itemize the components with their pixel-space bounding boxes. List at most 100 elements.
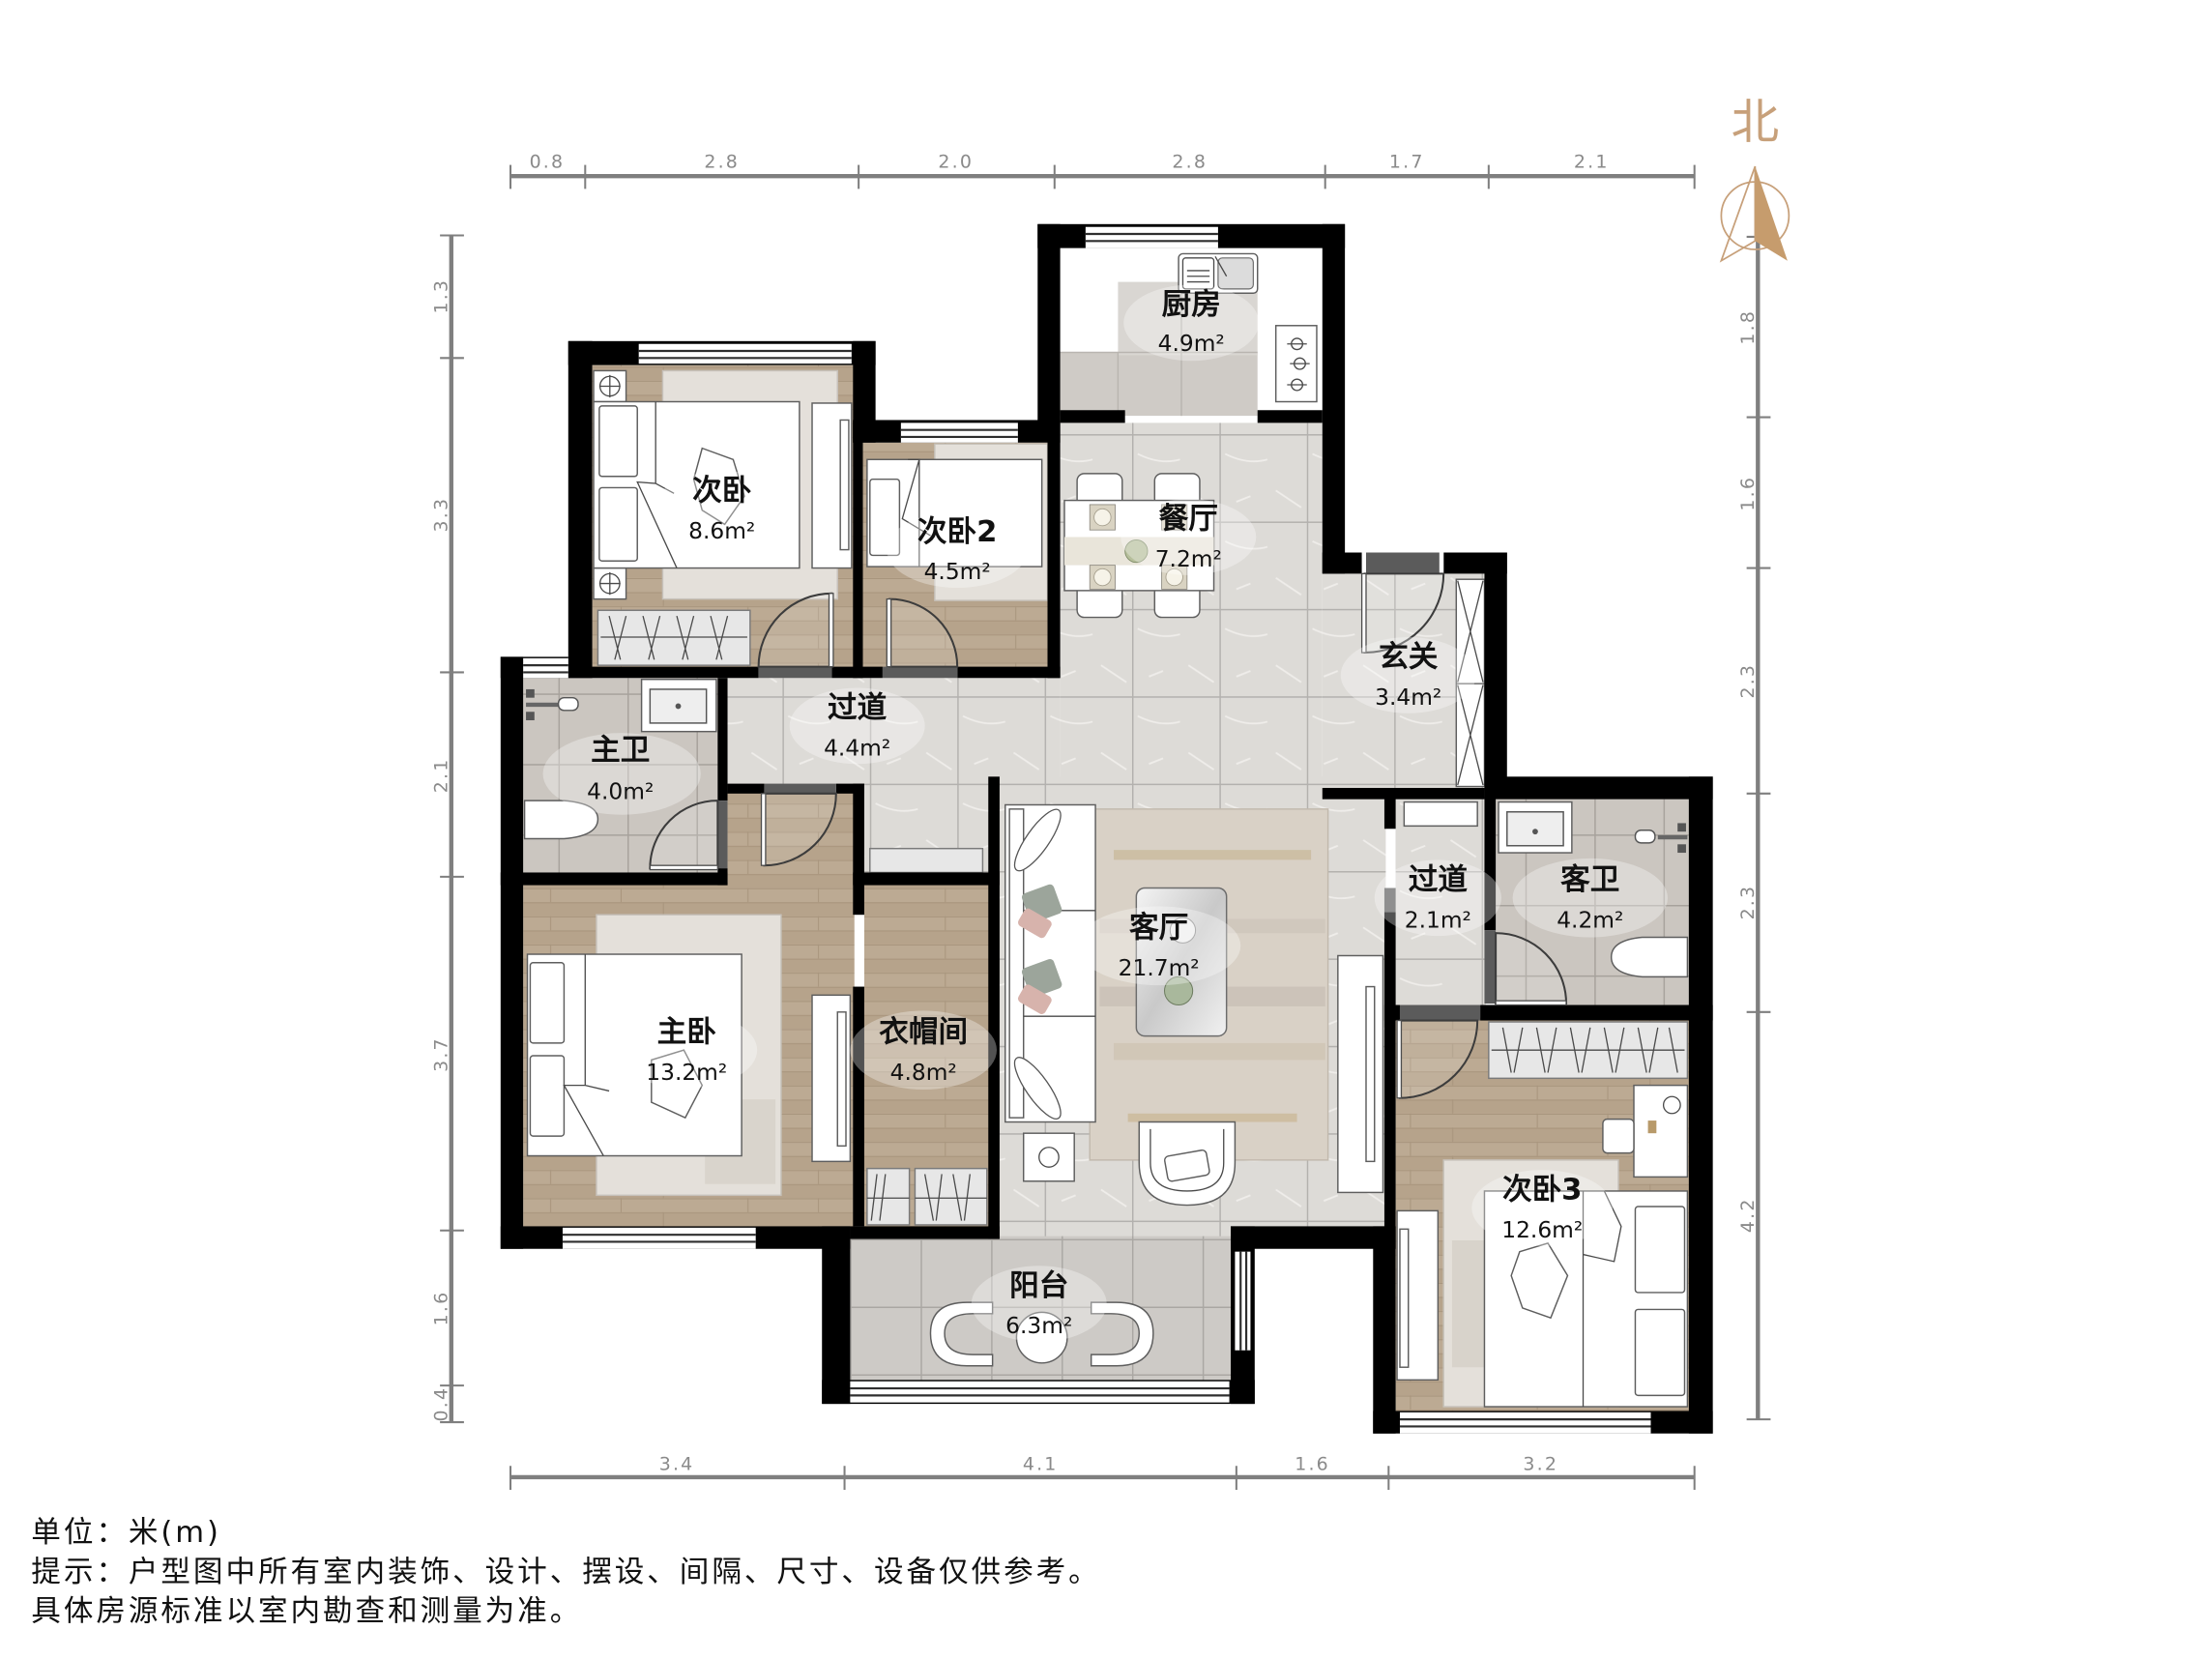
dimension-label: 3.3: [430, 497, 451, 533]
lamp-icon: [1662, 1095, 1681, 1115]
kitchen-furniture: [1178, 252, 1318, 403]
doors: [649, 552, 1568, 1099]
window: [638, 343, 852, 364]
corridor-cabinet: [1403, 800, 1478, 828]
sink-icon: [1178, 252, 1259, 294]
room-area: 4.4m²: [824, 735, 890, 761]
room-name: 衣帽间: [879, 1015, 968, 1049]
desk: [1633, 1084, 1689, 1179]
room-label-balcony: 阳台 6.3m²: [971, 1266, 1107, 1342]
dimension-label: 2.3: [1737, 885, 1759, 920]
dimension-label: 3.2: [1523, 1454, 1558, 1475]
room-area: 4.9m²: [1158, 331, 1225, 357]
hall-cabinet: [869, 847, 984, 874]
hallway-floor: [727, 678, 1061, 787]
wardrobe: [597, 609, 751, 666]
disclaimer-line-1: 提示：户型图中所有室内装饰、设计、摆设、间隔、尺寸、设备仅供参考。: [31, 1556, 1100, 1589]
room-label-dining: 餐厅 7.2m²: [1121, 499, 1257, 575]
room-area: 7.2m²: [1155, 546, 1222, 572]
room-area: 4.5m²: [924, 559, 991, 585]
flower-icon: [1038, 1147, 1060, 1168]
master-bath-fixtures: [523, 679, 717, 840]
throw-pillow: [1510, 1242, 1569, 1320]
room-name: 次卧2: [917, 515, 998, 549]
door-master-bath: [649, 800, 728, 871]
room-name: 主卫: [591, 734, 650, 768]
room-label-kitchen: 厨房 4.9m²: [1123, 284, 1260, 362]
room-name: 次卧3: [1502, 1174, 1583, 1208]
room-name: 餐厅: [1159, 503, 1218, 537]
dimension-label: 4.2: [1737, 1197, 1759, 1233]
toilet-icon: [523, 800, 599, 840]
master-bedroom-passage-floor: [727, 792, 855, 886]
sliding-door-stub: [1383, 888, 1396, 913]
plant-icon: [1163, 975, 1194, 1006]
dimension-label: 2.8: [1172, 151, 1208, 172]
dimension-label: 1.7: [1389, 151, 1425, 172]
room-area: 13.2m²: [646, 1060, 727, 1086]
room-name: 玄关: [1379, 641, 1439, 675]
room-name: 过道: [828, 691, 888, 725]
door-entrance: [1360, 552, 1445, 655]
room-area: 6.3m²: [1005, 1313, 1072, 1339]
dimension-label: 2.8: [704, 151, 740, 172]
dimension-ruler-top: 0.8 2.8 2.0 2.8 1.7 2.1: [509, 151, 1696, 189]
room-name: 客厅: [1129, 911, 1188, 946]
room-label-hallway: 过道 4.4m²: [789, 687, 925, 765]
window: [850, 1381, 1230, 1403]
plant-icon: [1124, 538, 1149, 564]
dimension-label: 2.1: [1574, 151, 1610, 172]
room-area: 3.4m²: [1375, 684, 1441, 711]
corridor-floor: [1395, 796, 1486, 1008]
dimension-label: 0.4: [430, 1386, 451, 1422]
door-bedroom1: [757, 592, 834, 679]
room-name: 过道: [1409, 863, 1469, 897]
room-name: 厨房: [1162, 288, 1221, 322]
room-label-foyer: 玄关 3.4m²: [1340, 636, 1476, 713]
footer-notes: 单位：米(m) 提示：户型图中所有室内装饰、设计、摆设、间隔、尺寸、设备仅供参考…: [31, 1516, 1100, 1629]
door-guest-bath: [1484, 930, 1568, 1006]
pillow: [869, 478, 901, 557]
window: [1399, 1412, 1651, 1434]
windows: [523, 226, 1651, 1434]
room-label-guest-bath: 客卫 4.2m²: [1512, 858, 1668, 938]
wardrobe: [914, 1167, 988, 1226]
throw-pillow: [692, 447, 745, 526]
room-area: 8.6m²: [688, 518, 755, 544]
room-area: 2.1m²: [1405, 907, 1471, 933]
pillow: [1634, 1206, 1686, 1294]
dining-table-set: [1063, 473, 1215, 619]
wardrobe: [866, 1167, 911, 1226]
pillow: [1634, 1308, 1686, 1397]
window: [900, 422, 1018, 443]
window: [562, 1227, 756, 1249]
cushion: [1017, 984, 1052, 1014]
dimension-label: 3.4: [659, 1454, 695, 1475]
room-name: 阳台: [1009, 1269, 1068, 1303]
dimension-ruler-right: 1.8 1.6 2.3 2.3 4.2: [1737, 235, 1771, 1421]
pillow: [598, 405, 638, 478]
window: [523, 657, 568, 679]
door-master-bedroom: [760, 783, 837, 867]
room-label-corridor: 过道 2.1m²: [1374, 859, 1501, 937]
dimension-label: 3.7: [430, 1036, 451, 1072]
closet-furniture: [866, 847, 988, 1226]
room-label-walk-in-closet: 衣帽间 4.8m²: [850, 1010, 998, 1090]
side-table: [1022, 1132, 1075, 1182]
room-name: 客卫: [1560, 862, 1619, 897]
cushion: [1017, 908, 1052, 939]
room-label-bedroom3: 次卧3 12.6m²: [1471, 1170, 1614, 1246]
bedroom1-furniture: [593, 369, 853, 666]
dimension-label: 1.3: [430, 278, 451, 314]
disclaimer-line-2: 具体房源标准以室内勘查和测量为准。: [31, 1595, 582, 1629]
dimension-ruler-left: 1.3 3.3 2.1 3.7 1.6 0.4: [430, 234, 464, 1424]
dimension-label: 2.0: [938, 151, 974, 172]
room-area: 21.7m²: [1119, 955, 1200, 981]
room-area: 4.8m²: [890, 1060, 957, 1086]
round-table: [1015, 1311, 1068, 1364]
room-area: 12.6m²: [1501, 1217, 1583, 1243]
unit-note: 单位：米(m): [31, 1516, 221, 1550]
room-name: 次卧: [692, 475, 752, 509]
room-label-bedroom1: 次卧 8.6m²: [654, 470, 790, 547]
